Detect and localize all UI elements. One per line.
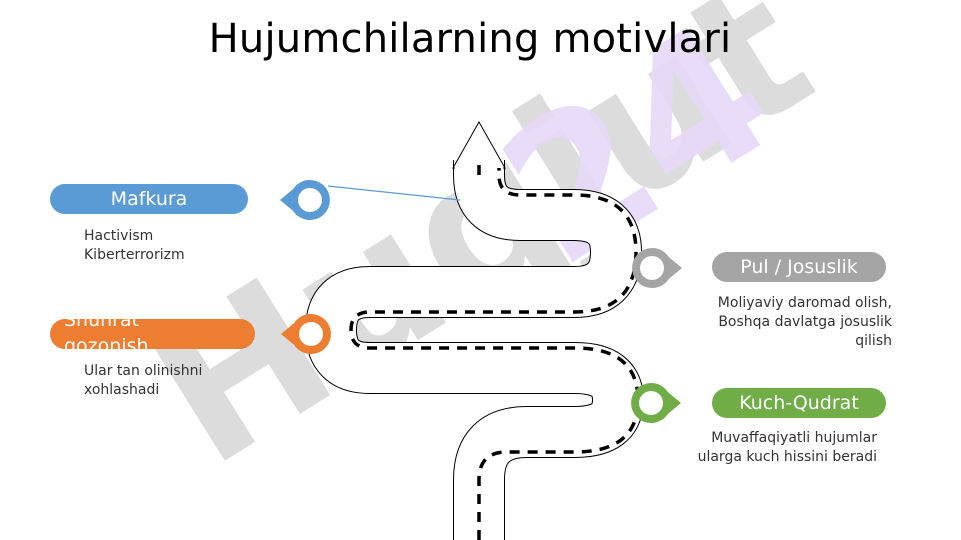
motive-description-mafkura: Hactivism Kiberterrorizm xyxy=(84,228,185,263)
connector-line xyxy=(327,185,461,201)
motive-label-text: Shuhrat qozonish xyxy=(64,319,149,349)
motive-description-pul-josuslik: Moliyaviy daromad olish, Boshqa davlatga… xyxy=(717,295,892,349)
road-surface xyxy=(306,150,643,540)
location-marker-icon xyxy=(280,179,330,220)
page-title: Hujumchilarning motivlari xyxy=(208,16,732,62)
location-marker-icon xyxy=(281,314,331,354)
motive-label-mafkura: Mafkura xyxy=(50,184,248,214)
motive-label-text: Pul / Josuslik xyxy=(740,256,858,278)
marker-hole xyxy=(640,256,664,280)
motive-label-text: Mafkura xyxy=(110,188,188,210)
motive-label-kuch-qudrat: Kuch-Qudrat xyxy=(712,388,886,418)
road-center-dashes xyxy=(349,158,640,540)
marker-hole xyxy=(299,322,323,346)
motive-description-kuch-qudrat: Muvaffaqiyatli hujumlar ularga kuch hiss… xyxy=(697,430,877,465)
road-arrow-head xyxy=(452,120,506,169)
motive-description-shuhrat: Ular tan olinishni xohlashadi xyxy=(84,363,203,398)
motive-label-shuhrat: Shuhrat qozonish xyxy=(50,319,255,349)
marker-hole xyxy=(298,188,322,212)
motive-label-pul-josuslik: Pul / Josuslik xyxy=(712,252,886,282)
location-marker-icon xyxy=(631,383,681,424)
location-marker-icon xyxy=(632,247,682,288)
motive-label-text: Kuch-Qudrat xyxy=(739,392,859,414)
marker-hole xyxy=(639,391,663,415)
